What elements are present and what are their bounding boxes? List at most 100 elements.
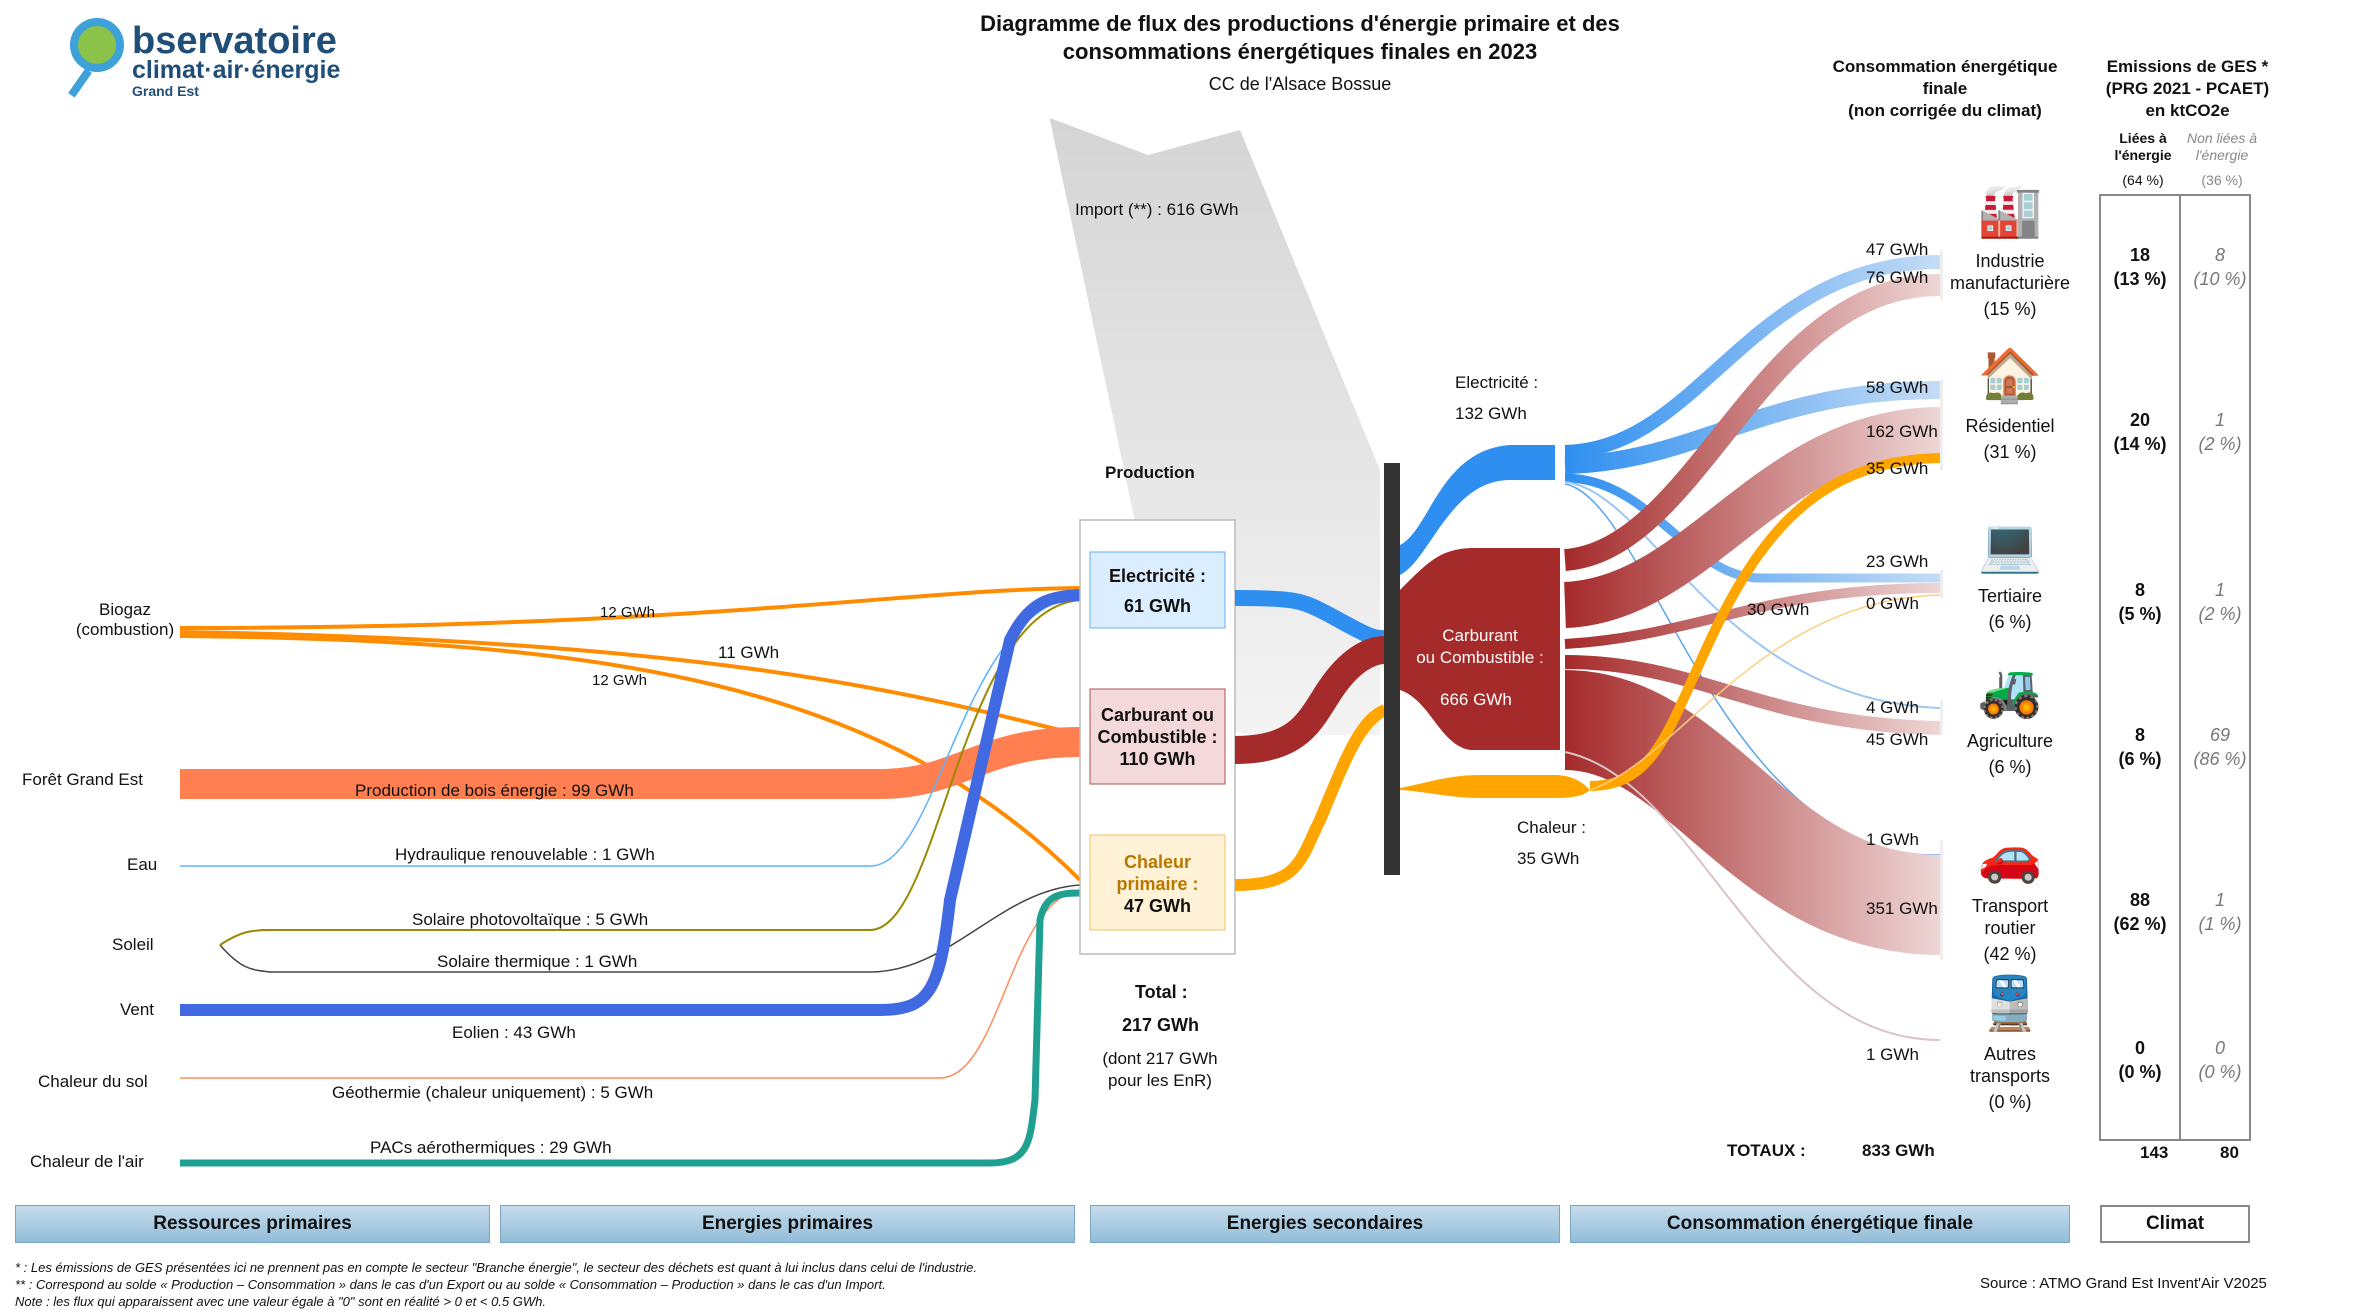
logo-line3: Grand Est [132, 83, 199, 99]
production-comb-box [1089, 688, 1226, 785]
sector-flow-value: 23 GWh [1866, 552, 1929, 571]
flow-label-biogaz-1: 12 GWh [600, 604, 656, 621]
ges-non-energie: 1(2 %) [2198, 410, 2242, 454]
house-icon: 🏠 [1977, 347, 2043, 405]
ges-energie: 20(14 %) [2113, 410, 2167, 454]
flow-comb-industrie [1563, 274, 1941, 571]
flow-chal-residentiel [1589, 453, 1941, 791]
footer-energies-primaires: Energies primaires [500, 1205, 1075, 1243]
flow-elec-industrie [1564, 255, 1941, 459]
sector-pct: (6 %) [1988, 612, 2032, 632]
logo-line2: climat·air·énergie [132, 56, 341, 84]
magnifier-icon [70, 18, 124, 72]
sec-chal [1400, 775, 1590, 798]
sector-name: Transport routier [1971, 896, 2049, 938]
resource-foret: Forêt Grand Est [22, 770, 143, 789]
footer-ressources: Ressources primaires [15, 1205, 490, 1243]
footer-energies-secondaires: Energies secondaires [1090, 1205, 1560, 1243]
flow-label-biogaz-2: 11 GWh [718, 643, 780, 662]
source: Source : ATMO Grand Est Invent'Air V2025 [1980, 1275, 2267, 1292]
sector-pct: (42 %) [1983, 944, 2037, 964]
production-total-label: Total : [1135, 982, 1188, 1002]
flow-label-pac: PACs aérothermiques : 29 GWh [370, 1138, 612, 1157]
flow-label-comb-tertiaire: 30 GWh [1747, 600, 1810, 619]
flow-chal-tertiaire [1589, 594, 1941, 791]
resource-soleil: Soleil [112, 935, 154, 954]
sector-pct: (0 %) [1988, 1092, 2032, 1112]
totals-ges-energie: 143 [2140, 1143, 2169, 1162]
ges-non-energie: 0(0 %) [2198, 1038, 2242, 1082]
ges-header: Emissions de GES * (PRG 2021 - PCAET) en… [2105, 57, 2270, 120]
car-icon: 🚗 [1977, 827, 2043, 885]
footer-consommation: Consommation énergétique finale [1570, 1205, 2070, 1243]
flow-comb-residentiel [1563, 407, 1941, 628]
resource-chaleur-air: Chaleur de l'air [30, 1152, 144, 1171]
flow-label-eolien: Eolien : 43 GWh [452, 1023, 576, 1042]
ges-sub-energie: Liées à l'énergie [2114, 130, 2172, 163]
sector-flow-value: 35 GWh [1866, 459, 1929, 478]
sector-pct: (6 %) [1988, 757, 2032, 777]
flow-biogaz-elec [179, 586, 1081, 630]
resource-vent: Vent [120, 1000, 155, 1019]
flow-label-hydro: Hydraulique renouvelable : 1 GWh [395, 845, 655, 864]
sector-flow-value: 1 GWh [1866, 1045, 1919, 1064]
sec-comb [1400, 548, 1560, 750]
flow-label-pv: Solaire photovoltaïque : 5 GWh [412, 910, 649, 929]
flow-label-biogaz-3: 12 GWh [592, 672, 648, 689]
consumption-header: Consommation énergétique finale (non cor… [1832, 57, 2058, 120]
laptop-icon: 💻 [1977, 517, 2043, 575]
production-chal-box [1089, 834, 1226, 931]
secondary-comb-label: Carburant ou Combustible : [1416, 626, 1544, 667]
secondary-chal-label: Chaleur : 35 GWh [1517, 818, 1586, 868]
production-total-note: (dont 217 GWh pour les EnR) [1102, 1049, 1218, 1090]
ges-sub-non-energie-pct: (36 %) [2201, 172, 2243, 188]
rail-transport [1940, 840, 1943, 960]
sector-flow-value: 76 GWh [1866, 268, 1929, 287]
flow-label-geo: Géothermie (chaleur uniquement) : 5 GWh [332, 1083, 654, 1102]
secondary-comb-value: 666 GWh [1440, 690, 1512, 709]
flow-comb-agri [1564, 655, 1941, 735]
logo-line1: bservatoire [132, 20, 337, 62]
sector-name: Industrie manufacturière [1949, 251, 2071, 293]
flow-label-bois: Production de bois énergie : 99 GWh [355, 781, 634, 800]
sector-pct: (31 %) [1983, 442, 2037, 462]
secondary-bar [1384, 463, 1400, 875]
sector-flow-value: 58 GWh [1866, 378, 1929, 397]
flow-prod-comb [1234, 636, 1386, 764]
footnotes: * : Les émissions de GES présentées ici … [15, 1260, 977, 1309]
resource-eau: Eau [127, 855, 158, 874]
flow-biogaz-comb [179, 630, 1081, 737]
flow-label-thermique: Solaire thermique : 1 GWh [437, 952, 638, 971]
import-label: Import (**) : 616 GWh [1075, 200, 1239, 219]
production-header: Production [1105, 463, 1195, 482]
footer-climat: Climat [2100, 1205, 2250, 1243]
production-elec: Electricité : 61 GWh [1108, 566, 1207, 616]
flow-prod-elec [1234, 590, 1387, 647]
production-total-value: 217 GWh [1122, 1015, 1200, 1035]
train-icon: 🚆 [1977, 975, 2043, 1033]
sector-flow-value: 0 GWh [1866, 594, 1919, 613]
ges-energie: 18(13 %) [2113, 245, 2167, 289]
sector-flow-value: 45 GWh [1866, 730, 1929, 749]
ges-frame [2099, 194, 2251, 1141]
flow-eolien [180, 589, 1081, 1016]
flow-comb-tertiaire [1564, 583, 1941, 649]
rail-residentiel [1940, 380, 1943, 470]
territory-name: CC de l'Alsace Bossue [1208, 74, 1392, 94]
flow-pv [260, 599, 1081, 931]
flow-biogaz-chal [179, 634, 1082, 882]
ges-energie: 0(0 %) [2118, 1038, 2162, 1082]
sector-flow-value: 351 GWh [1866, 899, 1938, 918]
page-title: Diagramme de flux des productions d'éner… [980, 11, 1620, 64]
import-flow [1050, 118, 1380, 735]
resource-biogaz: Biogaz (combustion) [75, 600, 175, 639]
sec-elec [1400, 445, 1555, 575]
secondary-elec-label: Electricité : 132 GWh [1455, 373, 1539, 423]
flow-comb-transport [1562, 670, 1942, 955]
sector-flow-value: 4 GWh [1866, 698, 1919, 717]
ges-non-energie: 1(2 %) [2198, 580, 2242, 624]
flow-geo [180, 889, 1081, 1079]
sector-name: Autres transports [1969, 1044, 2051, 1086]
flow-elec-agri [1564, 481, 1941, 709]
ges-energie: 88(62 %) [2113, 890, 2167, 934]
